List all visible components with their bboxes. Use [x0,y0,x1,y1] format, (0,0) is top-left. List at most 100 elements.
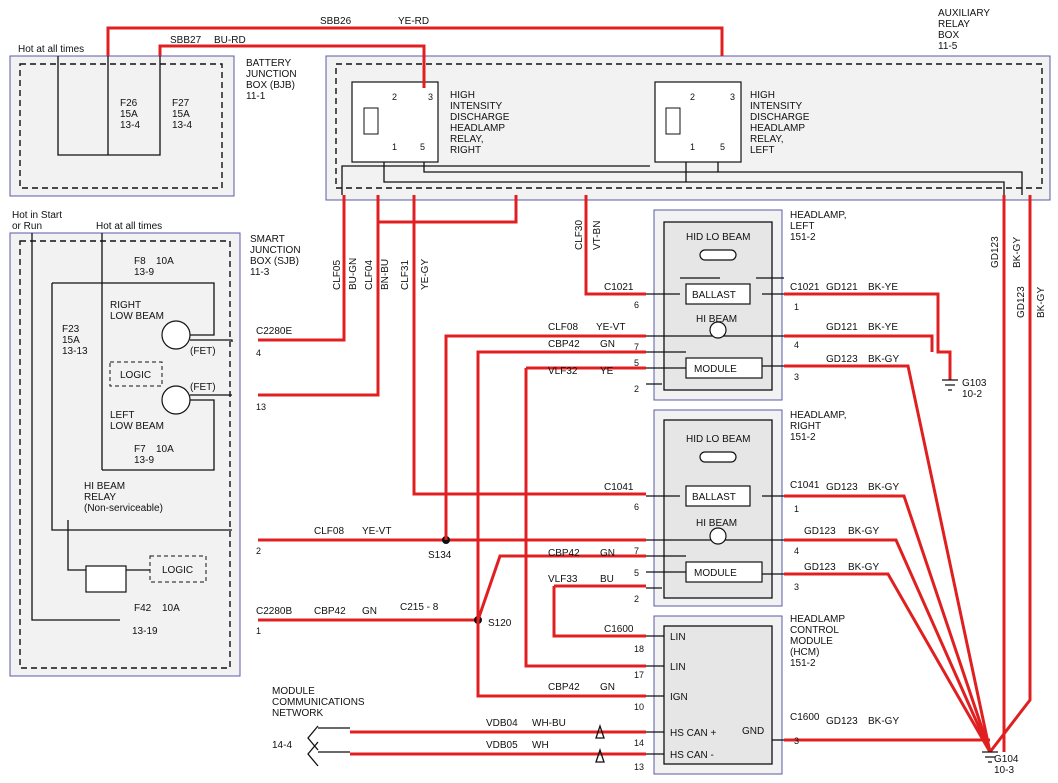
pin: 18 [634,644,644,654]
c2280e: C2280E [256,326,292,337]
f27-line: 15A [172,109,190,120]
hcm-pin: HS CAN + [670,728,717,739]
vwire: CLF30 [574,220,585,250]
component-symbols [363,107,998,763]
f42-line: 10A [162,603,180,614]
vwire: CLF31 [400,260,411,290]
wire-circuit: CBP42 [548,548,580,559]
mcn: NETWORK [272,708,323,719]
hcm-pin: GND [742,726,764,737]
wire-circuit: GD123 [826,354,858,365]
vwire: YE-GY [420,259,431,290]
hot-all-times-top: Hot at all times [18,44,84,55]
wire-circuit: VDB04 [486,718,518,729]
wire-circuit: VLF32 [548,366,578,377]
hl-right: RIGHT [790,421,821,432]
wire-circuit: VLF33 [548,574,578,585]
g104: G104 [994,754,1019,765]
f8-line: 13-9 [134,267,154,278]
mcn: COMMUNICATIONS [272,697,365,708]
wire-circuit: CLF08 [314,526,344,537]
vwire: CLF05 [332,260,343,290]
mcn-ref: 14-4 [272,740,292,751]
hid-lo-beam: HID LO BEAM [686,434,750,445]
bjb-line: BATTERY [246,58,292,69]
f26-line: 13-4 [120,120,140,131]
sjb-line: BOX (SJB) [250,256,299,267]
module: MODULE [694,568,737,579]
relay-left-line: INTENSITY [750,101,803,112]
relay-right-line: DISCHARGE [450,112,510,123]
wire-color: YE-VT [362,526,391,537]
wire-color: BK-YE [868,322,898,333]
pin: 4 [794,340,799,350]
pin: 7 [634,546,639,556]
pin: 3 [794,736,799,746]
wire-circuit: CLF08 [548,322,578,333]
wire-color: BK-GY [868,354,899,365]
hi-beam-relay: (Non-serviceable) [84,503,163,514]
red-wires [106,26,1032,756]
wire-color: WH [532,740,549,751]
hcm-pin: LIN [670,662,686,673]
pin: 4 [794,546,799,556]
wire-circuit: CBP42 [548,682,580,693]
labels: Hot at all times SBB26 YE-RD SBB27 BU-RD… [12,8,1047,776]
wire-color: BK-YE [868,282,898,293]
wire-circuit: CBP42 [314,606,346,617]
g103: G103 [962,378,987,389]
smart-junction-box [9,232,241,677]
relay-left-line: LEFT [750,145,774,156]
logic-label: LOGIC [162,565,193,576]
f23-line: 13-13 [62,346,88,357]
sbb27-color: BU-RD [214,35,246,46]
vwire: GD123 [990,236,1001,268]
pin: 1 [256,626,261,636]
mcn: MODULE [272,686,315,697]
vwire: VT-BN [592,221,603,250]
vwire: BK-GY [1036,287,1047,318]
wire-color: BK-GY [868,482,899,493]
pin: 2 [256,546,261,556]
pin: 6 [634,300,639,310]
f23-line: F23 [62,324,80,335]
wire-color: GN [600,548,615,559]
wire-circuit: CBP42 [548,339,580,350]
wire-circuit: VDB05 [486,740,518,751]
wire-color: GN [600,339,615,350]
hi-beam-relay: HI BEAM [84,481,125,492]
hi-beam: HI BEAM [696,518,737,529]
hi-beam: HI BEAM [696,314,737,325]
relay-left-line: RELAY, [750,134,784,145]
relay-pin: 1 [392,142,397,152]
fet-label: (FET) [190,346,216,357]
relay-right-line: RIGHT [450,145,481,156]
wire-color: BU [600,574,614,585]
hi-beam-relay: RELAY [84,492,116,503]
right-low-beam: RIGHT [110,300,141,311]
hcm: (HCM) [790,647,819,658]
ballast: BALLAST [692,492,736,503]
sbb26-label: SBB26 [320,16,352,27]
g104: 10-3 [994,765,1014,776]
wire-circuit: GD123 [804,562,836,573]
c1021: C1021 [790,282,820,293]
pin: 2 [634,384,639,394]
f27-line: F27 [172,98,190,109]
vwire: BK-GY [1012,237,1023,268]
pin: 5 [634,568,639,578]
vwire: CLF04 [364,260,375,290]
arb-line: 11-5 [938,41,958,52]
black-wires [31,56,1023,767]
c1041: C1041 [604,482,634,493]
arb-line: AUXILIARY [938,8,990,19]
pin: 13 [256,402,266,412]
f7-line: 10A [156,444,174,455]
vwire: GD123 [1016,286,1027,318]
f26-line: 15A [120,109,138,120]
relay-right-line: RELAY, [450,134,484,145]
hot-start-run: Hot in Start [12,210,62,221]
battery-junction-box [9,55,235,197]
pin: 4 [256,348,261,358]
